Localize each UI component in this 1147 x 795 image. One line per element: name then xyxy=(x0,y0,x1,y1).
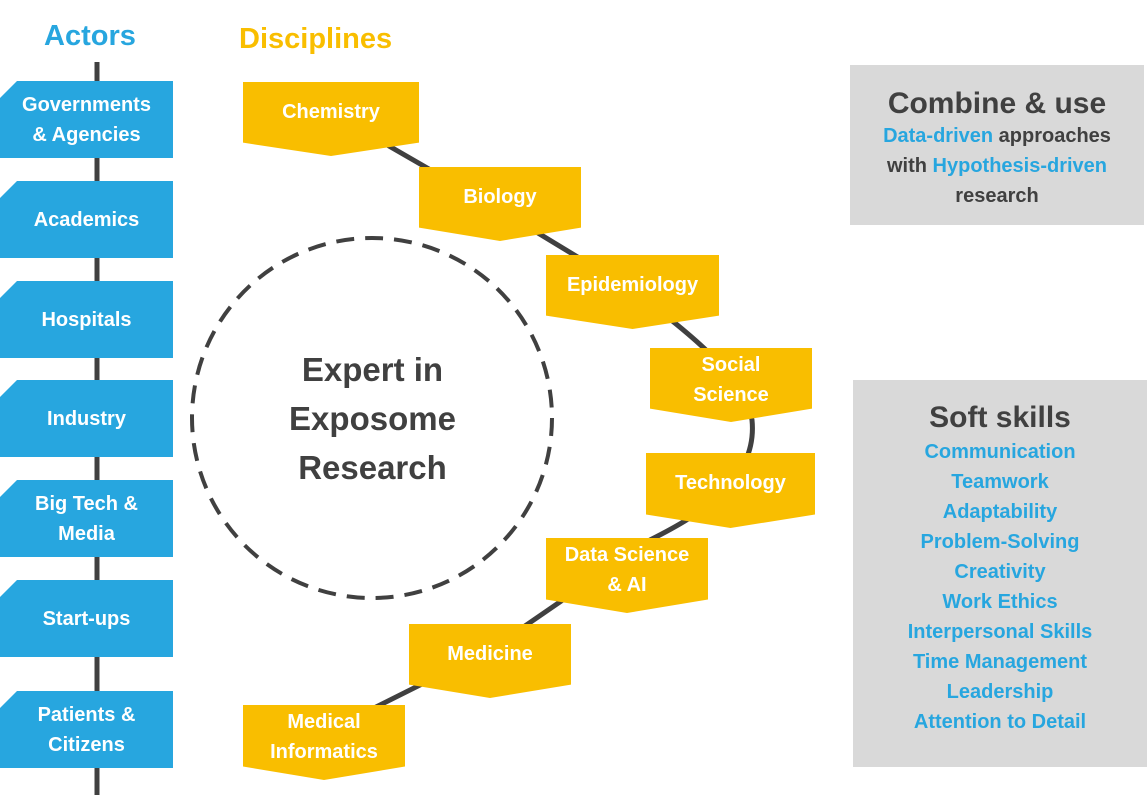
discipline-label: Medicine xyxy=(447,643,533,665)
soft-skill-item: Problem-Solving xyxy=(920,531,1080,553)
actor-label: Hospitals xyxy=(41,308,132,331)
data-driven-highlight: Data-driven xyxy=(883,125,994,147)
actor-label: Industry xyxy=(47,407,126,430)
discipline-label: Informatics xyxy=(270,741,378,763)
actor-label: Media xyxy=(58,522,115,545)
discipline-medicine: Medicine xyxy=(409,624,571,698)
actor-label: & Agencies xyxy=(32,123,141,146)
actors-heading: Actors xyxy=(44,20,136,52)
discipline-epidemiology: Epidemiology xyxy=(546,255,719,329)
combine-text: with xyxy=(886,155,933,177)
discipline-label: Chemistry xyxy=(282,101,380,123)
combine-text: research xyxy=(955,185,1039,207)
discipline-data-science: Data Science & AI xyxy=(546,538,708,613)
actor-hospitals: Hospitals xyxy=(0,281,173,358)
soft-skill-item: Creativity xyxy=(954,561,1046,583)
soft-skill-item: Communication xyxy=(924,441,1076,463)
soft-skills-list: Communication Teamwork Adaptability Prob… xyxy=(853,437,1147,737)
discipline-label: Medical xyxy=(287,711,361,733)
soft-skill-item: Teamwork xyxy=(951,471,1049,493)
soft-skill-item: Work Ethics xyxy=(942,591,1058,613)
actor-academics: Academics xyxy=(0,181,173,258)
actor-label: Start-ups xyxy=(42,607,131,630)
soft-skill-item: Attention to Detail xyxy=(913,711,1087,733)
actor-label: Citizens xyxy=(48,733,125,756)
disciplines-heading: Disciplines xyxy=(239,23,393,55)
actor-label: Academics xyxy=(33,208,140,231)
actor-label: Governments xyxy=(22,93,151,116)
soft-skill-item: Interpersonal Skills xyxy=(907,621,1093,643)
actor-patients: Patients & Citizens xyxy=(0,691,173,768)
discipline-biology: Biology xyxy=(419,167,581,241)
expert-center-text: Expert in Exposome Research xyxy=(250,345,495,492)
hypothesis-driven-highlight: Hypothesis-driven xyxy=(932,155,1108,177)
actor-label: Patients & xyxy=(37,703,136,726)
discipline-label: Biology xyxy=(463,186,537,208)
center-line: Expert in xyxy=(301,351,444,388)
discipline-label: Epidemiology xyxy=(566,274,699,296)
discipline-technology: Technology xyxy=(646,453,815,528)
actor-label: Big Tech & xyxy=(35,492,138,515)
discipline-label: Technology xyxy=(675,472,786,494)
discipline-label: Data Science xyxy=(564,544,690,566)
actor-industry: Industry xyxy=(0,380,173,457)
combine-title: Combine & use xyxy=(887,87,1107,120)
soft-skill-item: Adaptability xyxy=(942,501,1058,523)
soft-skill-item: Time Management xyxy=(912,651,1088,673)
soft-skills-title: Soft skills xyxy=(929,401,1071,434)
expert-circle xyxy=(190,236,554,600)
actor-startups: Start-ups xyxy=(0,580,173,657)
combine-panel: Combine & use Data-driven approaches wit… xyxy=(850,65,1144,225)
discipline-chemistry: Chemistry xyxy=(243,82,419,156)
center-line: Exposome xyxy=(289,400,456,437)
combine-text: approaches xyxy=(993,125,1111,147)
discipline-label: Social xyxy=(701,354,761,376)
combine-body: Data-driven approaches with Hypothesis-d… xyxy=(850,121,1144,211)
discipline-label: & AI xyxy=(607,574,647,596)
actor-governments: Governments & Agencies xyxy=(0,81,173,158)
actor-big-tech: Big Tech & Media xyxy=(0,480,173,557)
soft-skills-panel: Soft skills Communication Teamwork Adapt… xyxy=(853,380,1147,767)
soft-skill-item: Leadership xyxy=(946,681,1054,703)
discipline-label: Science xyxy=(693,384,769,406)
center-line: Research xyxy=(298,449,447,486)
